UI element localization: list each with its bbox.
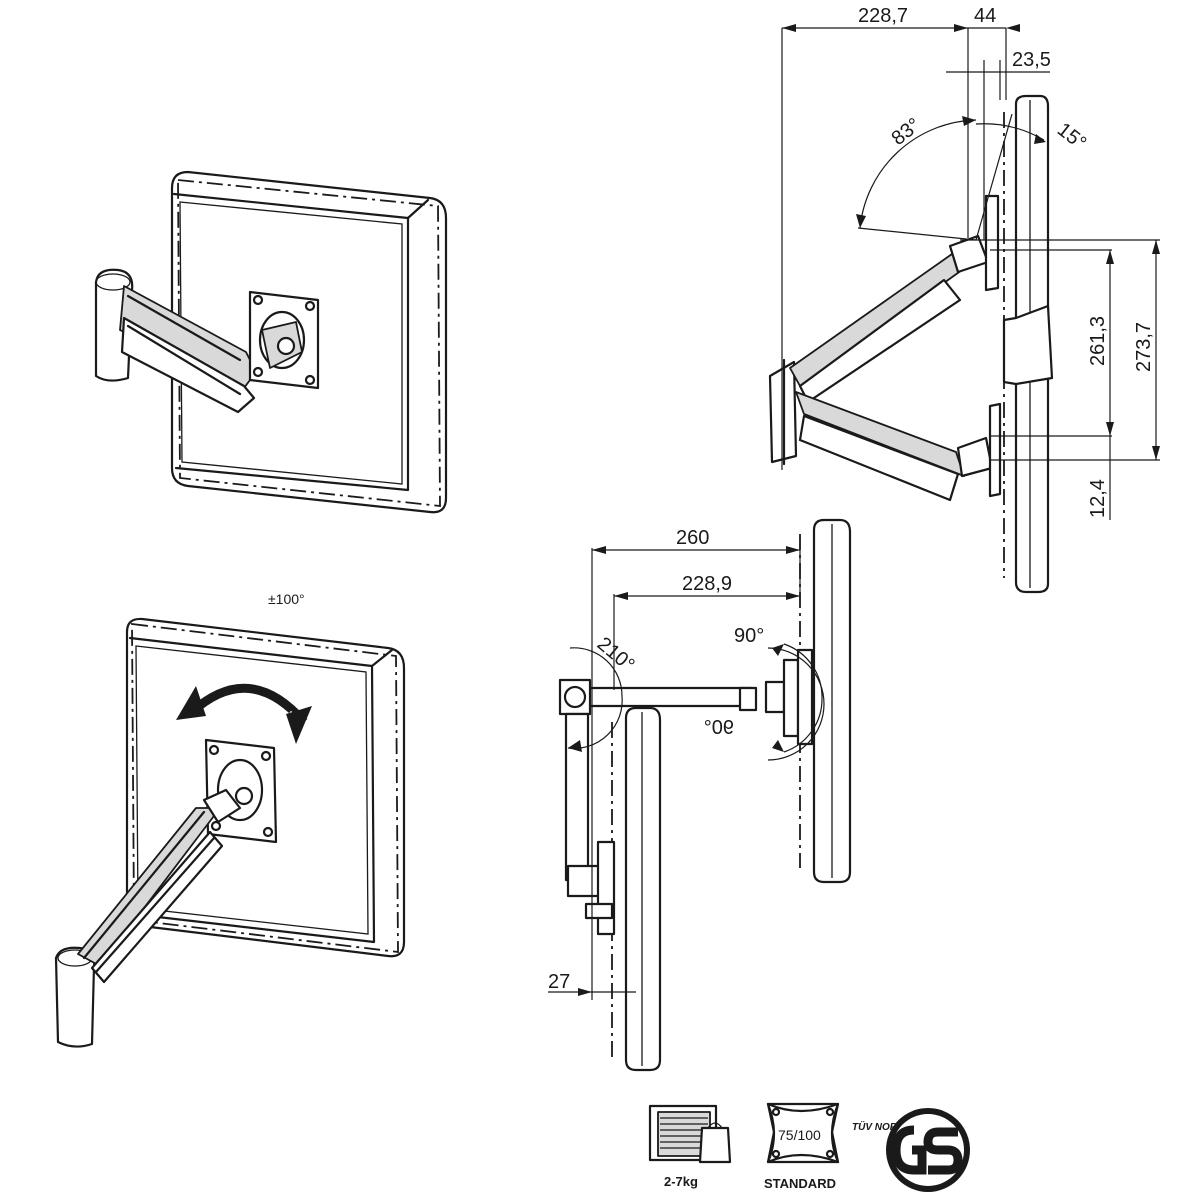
- swivel-arcs: [567, 643, 825, 761]
- top-view-reach: 260 228,9 210° 90° 90° 27: [548, 518, 852, 1072]
- dim-reach-total: 260: [676, 527, 709, 549]
- arm-rotation: [54, 788, 242, 1048]
- dim-top-depth: 23,5: [1012, 49, 1051, 71]
- arm-front: [94, 268, 257, 414]
- side-view-height: 228,7 44 23,5 83° 15° 261,3 273,7 12,4: [768, 5, 1160, 594]
- dimension-lines-height: [781, 24, 1160, 520]
- cert-brand-text: TÜV NORD: [852, 1120, 904, 1133]
- gs-cert-badge: TÜV NORD: [852, 1108, 970, 1192]
- dim-height-total: 273,7: [1133, 322, 1155, 372]
- dim-tilt-up: 83°: [888, 114, 925, 150]
- perspective-view-rotation: [54, 617, 406, 1048]
- vesa-badge: 75/100 STANDARD: [764, 1102, 840, 1191]
- monitor-top-folded: [611, 706, 662, 1072]
- dim-swivel-head-down: 90°: [704, 717, 734, 739]
- tilt-arc: [856, 113, 1046, 241]
- wall-bracket-side: [768, 358, 798, 466]
- weight-badge: 2-7kg: [648, 1104, 732, 1189]
- dim-swivel-base: 210°: [593, 633, 639, 676]
- dim-tilt-down: 15°: [1053, 119, 1090, 155]
- rotation-label: ±100°: [268, 591, 305, 607]
- weight-badge-label: 2-7kg: [664, 1174, 698, 1189]
- dim-bottom-offset: 12,4: [1087, 479, 1109, 518]
- arm-lower-position: [795, 391, 1002, 502]
- dim-wall-gap: 27: [548, 971, 570, 993]
- perspective-view-front: [94, 170, 448, 514]
- vesa-badge-size: 75/100: [778, 1127, 821, 1143]
- monitor-side-height: [1002, 94, 1054, 594]
- dimension-lines-reach: [548, 540, 801, 1000]
- arm-top-extended: [558, 648, 814, 746]
- dim-reach-arm: 228,9: [682, 573, 732, 595]
- arm-upper-position: [789, 194, 1000, 404]
- vesa-badge-label: STANDARD: [764, 1176, 836, 1191]
- vesa-plate-front: [248, 290, 320, 390]
- rotation-arrow-icon: [176, 683, 312, 744]
- dim-height-span: 261,3: [1087, 316, 1109, 366]
- dim-top-offset: 44: [974, 5, 996, 27]
- arm-top-folded: [564, 712, 616, 936]
- dim-top-width-total: 228,7: [858, 5, 908, 27]
- dim-swivel-head-up: 90°: [734, 625, 764, 647]
- vesa-plate-rotation: [204, 738, 278, 844]
